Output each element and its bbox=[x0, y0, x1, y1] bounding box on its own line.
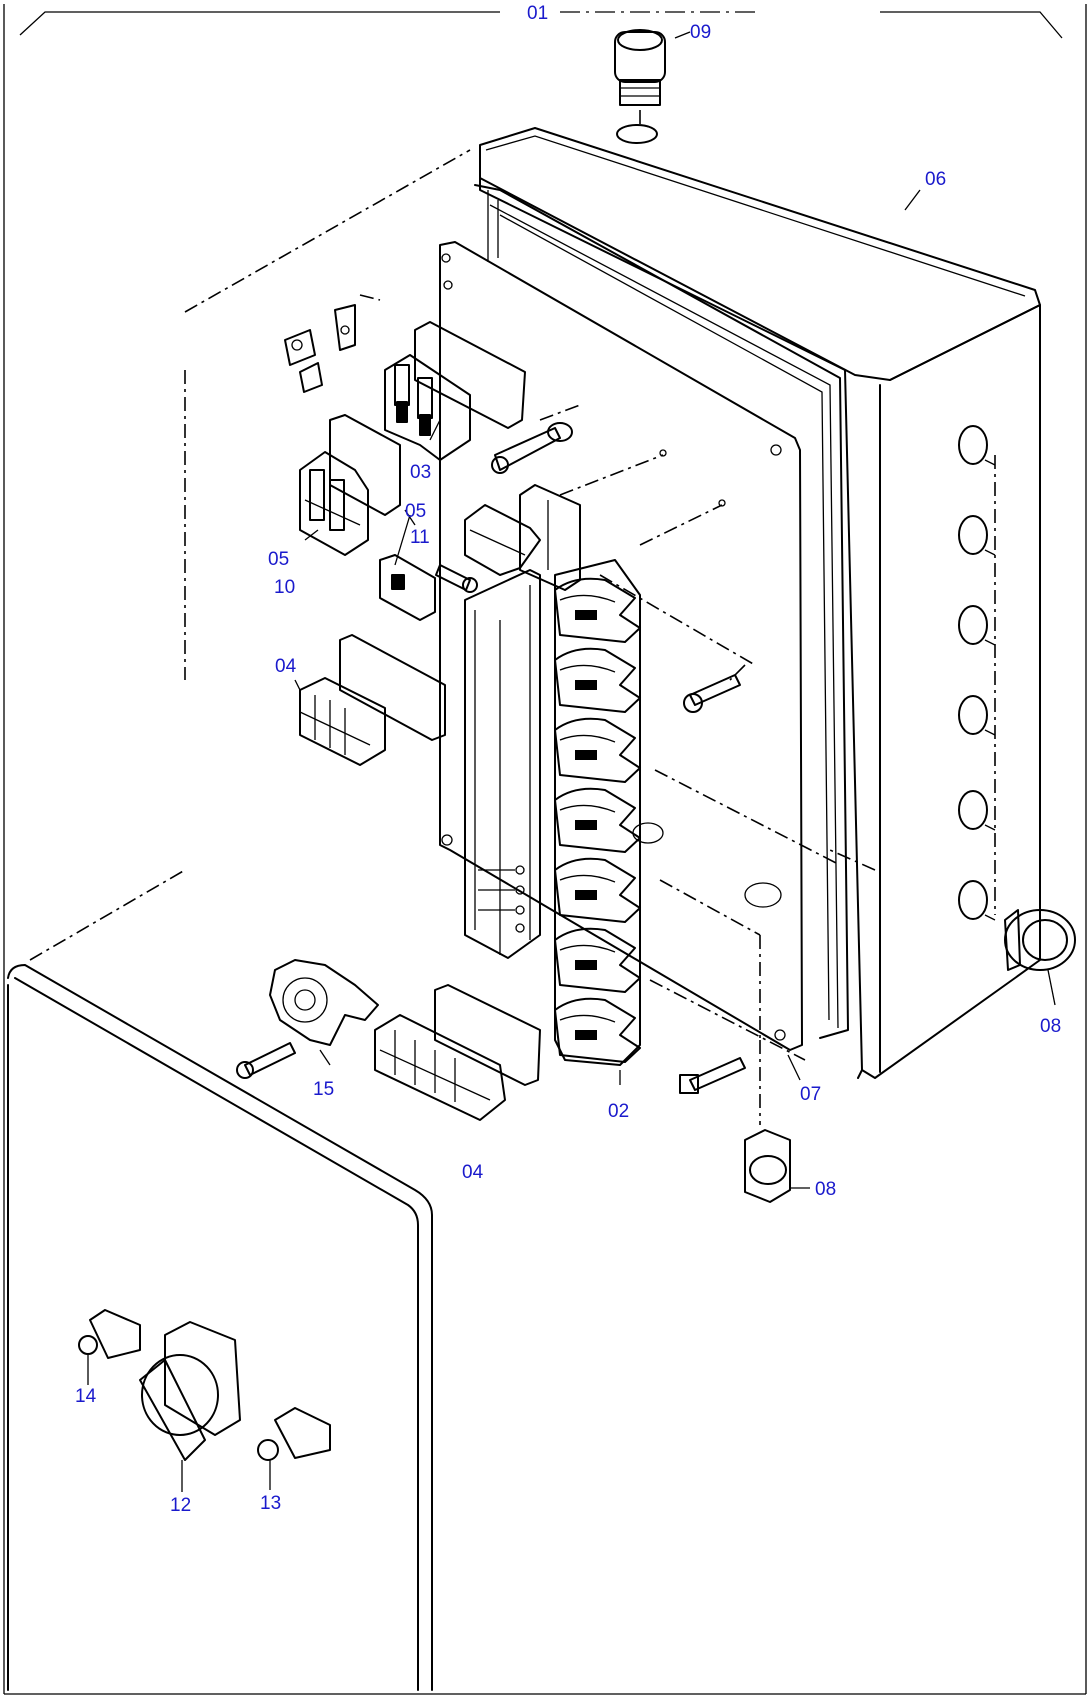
terminal-screw bbox=[575, 1030, 597, 1040]
relay-05-center bbox=[464, 504, 541, 576]
terminal-contour bbox=[559, 664, 616, 673]
circuit-breaker-03 bbox=[384, 354, 471, 461]
terminal-screw bbox=[575, 610, 597, 620]
callout-leaders bbox=[87, 31, 1056, 1492]
terminal-screw bbox=[575, 680, 597, 690]
terminal-contour bbox=[559, 594, 616, 603]
callout-13: 13 bbox=[260, 1493, 281, 1514]
terminal-block bbox=[554, 997, 641, 1063]
terminal-strip bbox=[554, 559, 641, 1066]
page-frame bbox=[3, 4, 1087, 1695]
screws bbox=[236, 304, 746, 1094]
callout-11: 11 bbox=[410, 527, 430, 548]
terminal-block-04-upper bbox=[299, 677, 386, 766]
top-cable-hole bbox=[616, 124, 658, 144]
terminal-contour bbox=[559, 944, 616, 953]
callout-12: 12 bbox=[170, 1495, 191, 1516]
cable-gland-08-side bbox=[1004, 909, 1076, 971]
rotary-switch-15 bbox=[269, 959, 379, 1046]
assembly-bracket bbox=[19, 11, 1063, 39]
callout-04-upper: 04 bbox=[275, 656, 297, 677]
terminal-contour bbox=[559, 874, 616, 883]
mounting-plate bbox=[439, 241, 803, 1051]
terminal-block bbox=[554, 787, 641, 853]
callout-03: 03 bbox=[410, 462, 431, 483]
callout-02: 02 bbox=[608, 1101, 629, 1122]
callout-04-lower: 04 bbox=[462, 1162, 484, 1183]
selector-switch-12 bbox=[139, 1321, 241, 1461]
callout-10: 10 bbox=[274, 577, 295, 598]
explosion-lines bbox=[184, 110, 996, 1125]
callout-08-bottom: 08 bbox=[815, 1179, 836, 1200]
terminal-contour bbox=[559, 734, 616, 743]
breaker-05 bbox=[299, 414, 401, 556]
terminal-block bbox=[554, 717, 641, 783]
terminal-block-04-lower bbox=[374, 1014, 506, 1121]
relay-11 bbox=[379, 554, 436, 621]
callout-05-left: 05 bbox=[268, 549, 289, 570]
terminal-screw bbox=[575, 890, 597, 900]
terminal-contour bbox=[559, 1014, 616, 1023]
terminal-block bbox=[554, 577, 641, 643]
din-rails bbox=[339, 321, 581, 1086]
indicator-lamp-13 bbox=[257, 1407, 331, 1461]
callout-07: 07 bbox=[800, 1084, 821, 1105]
callout-06: 06 bbox=[925, 169, 946, 190]
callout-08-side: 08 bbox=[1040, 1016, 1061, 1037]
cable-entry-holes bbox=[958, 425, 996, 921]
callout-09: 09 bbox=[690, 22, 711, 43]
indicator-lamp-14 bbox=[78, 1309, 141, 1359]
terminal-screw bbox=[575, 820, 597, 830]
terminal-screw bbox=[575, 960, 597, 970]
terminal-contour bbox=[559, 804, 616, 813]
callout-15: 15 bbox=[313, 1079, 334, 1100]
callout-05-center: 05 bbox=[405, 501, 426, 522]
callout-14: 14 bbox=[75, 1386, 97, 1407]
terminal-screw bbox=[575, 750, 597, 760]
terminal-block bbox=[554, 927, 641, 993]
cable-gland-08-bottom bbox=[744, 1129, 791, 1203]
cable-gland-09 bbox=[614, 29, 666, 106]
terminal-block bbox=[554, 857, 641, 923]
cabinet-body bbox=[474, 124, 1041, 1079]
cabinet-door bbox=[7, 869, 433, 1691]
callout-01: 01 bbox=[527, 3, 548, 24]
din-rail-duct bbox=[464, 569, 541, 959]
callout-labels: 01 09 06 03 05 11 05 10 04 15 02 07 08 0… bbox=[75, 3, 1061, 1516]
terminal-block bbox=[554, 647, 641, 713]
